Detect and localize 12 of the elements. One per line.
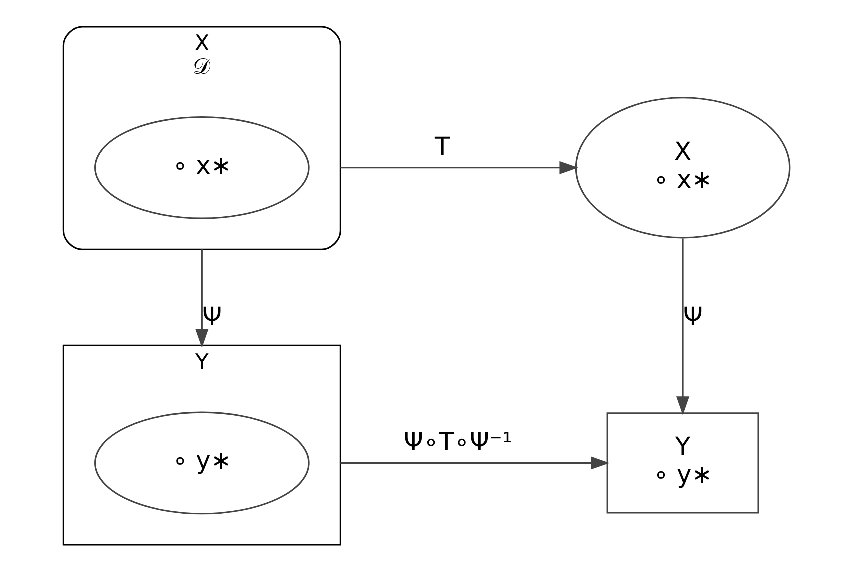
- arrow: [340, 456, 610, 470]
- node-box: Y ∘ y∗: [606, 412, 760, 514]
- edge-label: Ψ∘T∘Ψ⁻¹: [404, 427, 513, 456]
- arrow: [340, 161, 578, 174]
- node-ellipse: ∘ x∗: [94, 116, 310, 220]
- node-ellipse: X ∘ x∗: [575, 97, 791, 239]
- arrow: [196, 250, 209, 348]
- edge-label: Ψ: [683, 302, 703, 332]
- arrow: [676, 238, 690, 416]
- edge-label: T: [435, 132, 450, 162]
- node-ellipse: ∘ y∗: [94, 412, 310, 515]
- edge-label: Ψ: [202, 302, 222, 332]
